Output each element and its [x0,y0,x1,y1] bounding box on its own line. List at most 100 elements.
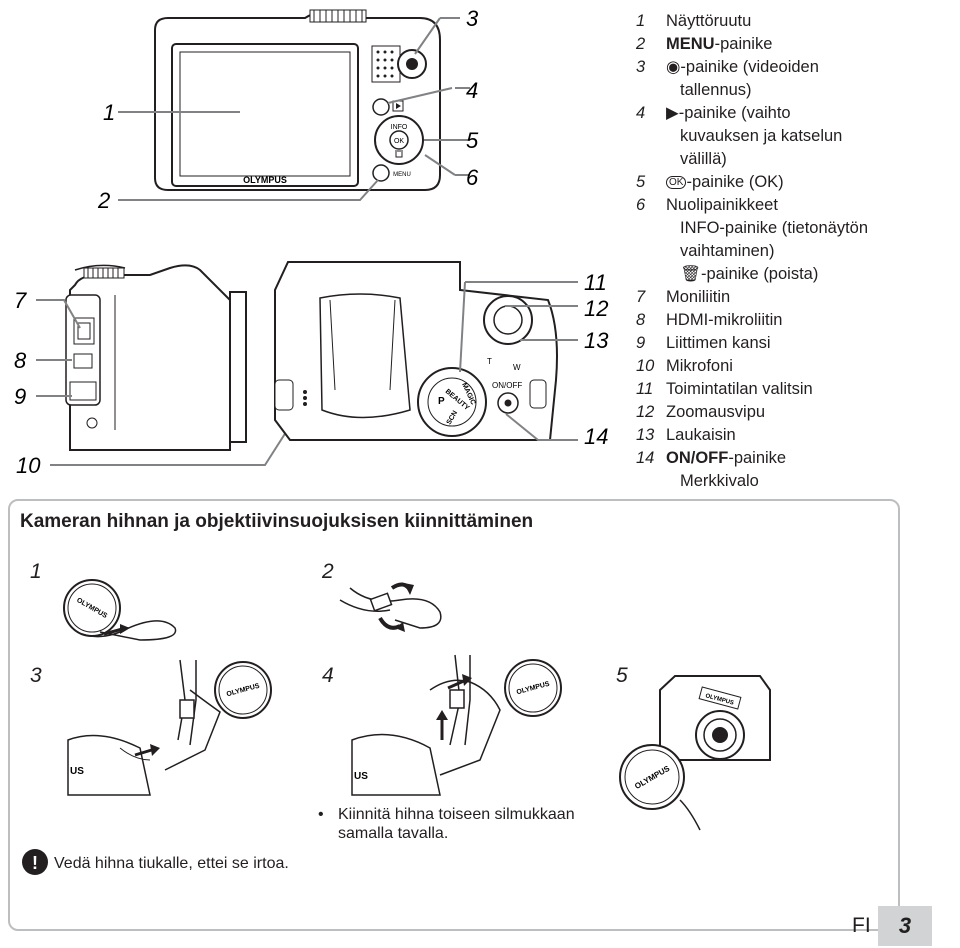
part-text: -painike (videoiden [680,58,819,76]
part-text: Laukaisin [666,426,736,444]
bullet-text: Kiinnitä hihna toiseen silmukkaan samall… [338,806,575,842]
callout-14: 14 [584,424,608,449]
callout-1: 1 [103,100,115,125]
callout-3: 3 [466,6,479,31]
part-item-continuation: 🗑-painike (poista) [626,263,956,286]
part-label: ◉-painike (videoiden [666,56,819,79]
strap-instructions-box [8,499,900,931]
part-label: Moniliitin [666,286,730,309]
part-item-continuation: tallennus) [626,79,956,102]
part-label: Zoomausvipu [666,401,765,424]
step-3-number: 3 [30,664,42,687]
part-item: 3◉-painike (videoiden [626,56,956,79]
callout-12: 12 [584,296,608,321]
part-item: 10 Mikrofoni [626,355,956,378]
part-number: 9 [636,334,646,352]
part-text: INFO-painike (tietonäytön [680,219,869,237]
part-number: 12 [636,403,655,421]
callout-8: 8 [14,348,27,373]
part-symbol: MENU [666,35,715,53]
part-item: 6 Nuolipainikkeet [626,194,956,217]
part-symbol: ◉ [666,58,681,76]
part-symbol: ▶ [666,104,679,122]
part-number: 8 [636,311,646,329]
svg-text:P: P [438,396,445,407]
part-text: -painike (OK) [686,173,784,191]
part-text: -painike (vaihto [678,104,791,122]
part-text: välillä) [680,150,727,168]
strap-box-title: Kameran hihnan ja objektiivinsuojuksisen… [20,511,534,532]
part-label: Liittimen kansi [666,332,771,355]
callout-7: 7 [14,288,27,313]
part-text: Liittimen kansi [666,334,771,352]
callout-2: 2 [97,188,110,213]
menu-button [372,164,390,182]
part-item: 14 ON/OFF-painike [626,447,956,470]
callout-5: 5 [466,128,479,153]
callout-6: 6 [466,165,479,190]
shutter-button [493,305,523,335]
part-label: Laukaisin [666,424,736,447]
callout-13: 13 [584,328,609,353]
part-number: 6 [636,196,646,214]
part-label: Näyttöruutu [666,10,751,33]
part-text: Merkkivalo [680,472,759,490]
part-number: 2 [636,35,646,53]
camera-top-view: BEAUTY P MAGIC SCN T W ON/OFF [274,261,578,441]
step-5-number: 5 [616,664,628,687]
camera-back-view: OLYMPUS INFO OK MENU [118,9,470,201]
ok-button [389,130,409,150]
part-text: 🗑-painike (poista) [680,265,819,283]
part-text: vaihtaminen) [680,242,775,260]
svg-text:ON/OFF: ON/OFF [492,381,522,390]
part-item: 9 Liittimen kansi [626,332,956,355]
part-number: 4 [636,104,646,122]
step-1-number: 1 [30,560,42,583]
part-text: Moniliitin [666,288,731,306]
part-number: 5 [636,173,646,191]
callout-4: 4 [466,78,478,103]
part-text: Nuolipainikkeet [666,196,778,214]
part-text: -painike [728,449,787,467]
part-text: Mikrofoni [666,357,733,375]
part-symbol: OK [666,176,687,189]
part-number: 13 [636,426,655,444]
svg-text:INFO: INFO [391,124,408,131]
part-text: Näyttöruutu [666,12,752,30]
step-2-number: 2 [322,560,334,583]
part-item: 7 Moniliitin [626,286,956,309]
camera-side-view [36,264,296,466]
part-number: 14 [636,449,655,467]
part-item-continuation: vaihtaminen) [626,240,956,263]
part-label: Toimintatilan valitsin [666,378,813,401]
part-label: Mikrofoni [666,355,733,378]
footer-language: FI [852,914,871,937]
part-text: -painike [714,35,773,53]
playback-button [372,98,390,116]
part-text: tallennus) [680,81,752,99]
part-text: Toimintatilan valitsin [666,380,813,398]
svg-text:W: W [513,363,521,372]
camera-diagrams: OLYMPUS INFO OK MENU [14,6,609,478]
svg-text:MENU: MENU [393,172,411,178]
part-number: 7 [636,288,646,306]
strap-note-bullet: • Kiinnitä hihna toiseen silmukkaan sama… [318,805,608,843]
part-text: Zoomausvipu [666,403,766,421]
part-item: 5 OK-painike (OK) [626,171,956,194]
part-number: 10 [636,357,655,375]
callout-10: 10 [16,453,41,478]
part-symbol: ON/OFF [666,449,729,467]
page-number: 3 [878,906,932,946]
svg-text:OK: OK [394,138,404,145]
part-item-continuation: kuvauksen ja katselun [626,125,956,148]
part-label: ▶-painike (vaihto [666,102,791,125]
part-label: HDMI-mikroliitin [666,309,782,332]
part-text: kuvauksen ja katselun [680,127,843,145]
part-label: ON/OFF-painike [666,447,786,470]
part-item-continuation: INFO-painike (tietonäytön [626,217,956,240]
part-item: 13 Laukaisin [626,424,956,447]
callout-11: 11 [584,270,607,295]
